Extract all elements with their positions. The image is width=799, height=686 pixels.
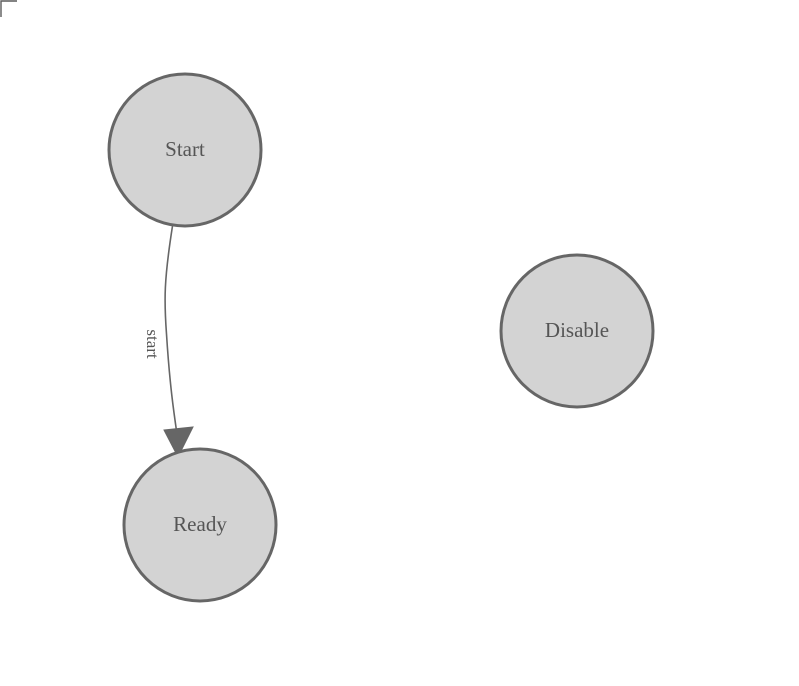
node-start-circle[interactable] (107, 72, 263, 228)
edge-path-start-to-ready (164, 225, 179, 442)
node-ready-label: Ready (173, 512, 227, 536)
node-start[interactable]: Start (107, 72, 263, 228)
node-ready-circle[interactable] (122, 447, 278, 603)
top-left-corner-bracket-icon (0, 0, 17, 17)
edge-start-to-ready[interactable]: start (143, 225, 194, 459)
edge-label-start: start (143, 329, 162, 359)
node-ready[interactable]: Ready (122, 447, 278, 603)
edge-arrowhead-icon (163, 426, 194, 459)
node-disable-label: Disable (545, 318, 609, 342)
node-disable-circle[interactable] (499, 253, 655, 409)
node-start-label: Start (165, 137, 205, 161)
node-disable[interactable]: Disable (499, 253, 655, 409)
